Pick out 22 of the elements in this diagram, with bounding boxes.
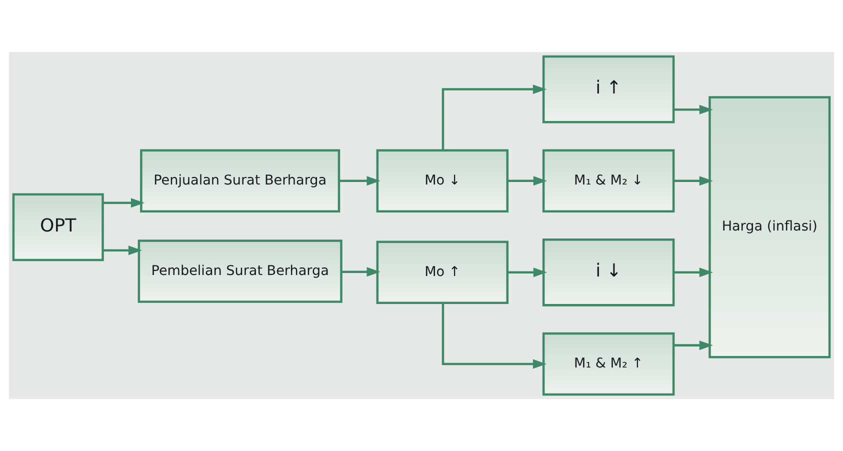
node-box: Pembelian Surat Berharga (138, 240, 342, 303)
arrow (103, 246, 142, 256)
node-box: Harga (inflasi) (708, 96, 831, 358)
arrow (442, 303, 547, 369)
node-box: M₁ & M₂ ↓ (542, 149, 675, 212)
node-box: Penjualan Surat Berharga (140, 149, 340, 212)
arrow (674, 176, 713, 186)
node-box: OPT (12, 193, 104, 262)
arrow (342, 267, 380, 277)
arrow (508, 176, 547, 186)
node-box: Mo ↓ (376, 149, 509, 212)
node-box: i ↑ (542, 55, 675, 124)
arrow (508, 268, 547, 278)
arrow (339, 176, 380, 186)
node-box: Mo ↑ (376, 240, 509, 304)
arrow (674, 268, 713, 278)
arrow (674, 104, 713, 114)
node-box: M₁ & M₂ ↑ (542, 332, 675, 396)
arrow (103, 198, 145, 208)
arrow (674, 340, 713, 350)
arrow (442, 84, 547, 150)
node-box: i ↓ (542, 238, 675, 306)
